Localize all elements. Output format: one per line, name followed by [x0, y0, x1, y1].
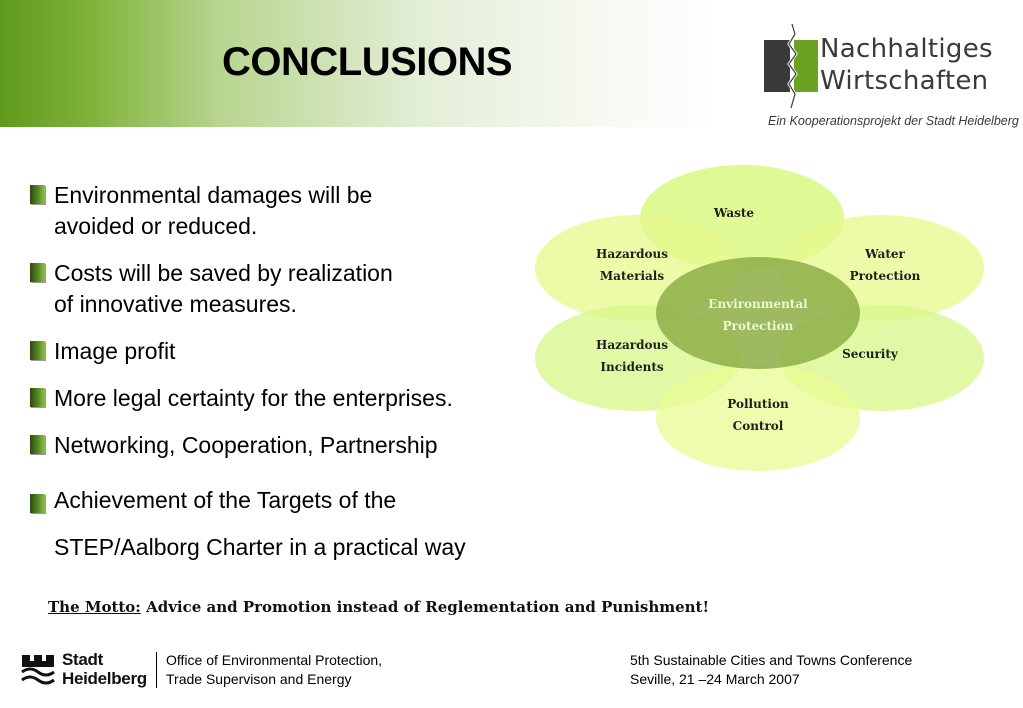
petal-label: Protection — [850, 269, 921, 283]
footer-conference-line-2: Seville, 21 –24 March 2007 — [630, 671, 800, 687]
bullet-line-1: Costs will be saved by realization — [54, 260, 393, 286]
bullet-line-1: Image profit — [54, 338, 176, 364]
conclusions-list: Environmental damages will be avoided or… — [26, 180, 536, 571]
petal-label: Security — [842, 347, 899, 361]
center-label: Environmental — [708, 297, 808, 311]
bullet-item: Image profit — [26, 336, 536, 367]
petal-label: Incidents — [600, 360, 663, 374]
logo-line-2: Wirtschaften — [820, 66, 989, 96]
bullet-line-1: Environmental damages will be — [54, 182, 373, 208]
bullet-line-1: More legal certainty for the enterprises… — [54, 385, 453, 411]
bullet-line-2: of innovative measures. — [54, 291, 297, 317]
footer-office: Office of Environmental Protection, Trad… — [166, 651, 382, 689]
footer-office-line-1: Office of Environmental Protection, — [166, 652, 383, 668]
bullet-square-icon — [30, 435, 45, 454]
petal-label: Hazardous — [596, 338, 668, 352]
bullet-square-icon — [30, 185, 45, 204]
petal-label: Hazardous — [596, 247, 668, 261]
bullet-square-icon — [30, 388, 45, 407]
logo-line-1: Nachhaltiges — [820, 34, 993, 64]
motto: The Motto: Advice and Promotion instead … — [48, 598, 709, 616]
footer-conference-line-1: 5th Sustainable Cities and Towns Confere… — [630, 652, 913, 668]
center-environmental-protection — [656, 257, 860, 369]
motto-lead: The Motto: — [48, 598, 141, 616]
petal-label: Waste — [713, 206, 755, 220]
environmental-protection-diagram: Waste Hazardous Materials Water Protecti… — [535, 165, 984, 471]
bullet-line-1: Networking, Cooperation, Partnership — [54, 432, 438, 458]
bullet-square-icon — [30, 494, 45, 513]
center-label: Protection — [723, 319, 794, 333]
bullet-item: Networking, Cooperation, Partnership — [26, 430, 536, 461]
motto-text: Advice and Promotion instead of Reglemen… — [140, 598, 710, 616]
bullet-item: Achievement of the Targets of the STEP/A… — [26, 477, 536, 571]
bullet-line-1: Achievement of the Targets of the — [54, 487, 397, 513]
petal-label: Pollution — [727, 397, 789, 411]
header-band — [0, 0, 1023, 127]
bullet-square-icon — [30, 341, 45, 360]
petal-pollution-control — [656, 365, 860, 471]
bullet-square-icon — [30, 263, 45, 282]
footer-logo-line-1: Stadt — [62, 650, 104, 669]
petal-label: Control — [733, 419, 784, 433]
logo-tagline: Ein Kooperationsprojekt der Stadt Heidel… — [768, 114, 1019, 128]
bullet-line-2: STEP/Aalborg Charter in a practical way — [54, 534, 466, 560]
petal-label: Water — [864, 247, 905, 261]
footer-logo-line-2: Heidelberg — [62, 669, 147, 688]
petal-label: Materials — [600, 269, 664, 283]
footer-office-line-2: Trade Supervison and Energy — [166, 671, 352, 687]
bullet-item: Environmental damages will be avoided or… — [26, 180, 536, 242]
footer-conference: 5th Sustainable Cities and Towns Confere… — [630, 651, 912, 689]
stadt-heidelberg-logo: Stadt Heidelberg — [20, 650, 160, 690]
bullet-item: Costs will be saved by realization of in… — [26, 258, 536, 320]
footer-divider — [156, 652, 157, 688]
bullet-line-2: avoided or reduced. — [54, 213, 258, 239]
bullet-item: More legal certainty for the enterprises… — [26, 383, 536, 414]
nachhaltiges-wirtschaften-logo: Nachhaltiges Wirtschaften Ein Kooperatio… — [760, 22, 1019, 128]
page-title: CONCLUSIONS — [222, 40, 513, 84]
heidelberg-bridge-icon — [21, 655, 55, 685]
logo-mark-icon — [764, 23, 818, 109]
